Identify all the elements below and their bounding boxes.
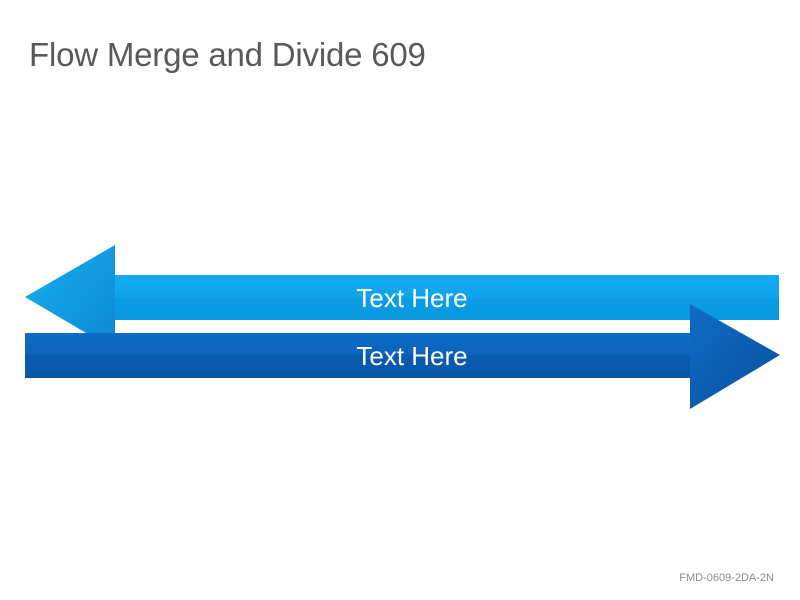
right-arrow: Text Here: [25, 304, 780, 409]
right-arrow-shaft: [25, 333, 693, 378]
left-arrow-shaft-shade: [112, 298, 779, 320]
right-arrow-label: Text Here: [356, 341, 467, 371]
left-arrow-head: [25, 245, 115, 350]
left-arrow: Text Here: [25, 245, 779, 350]
slide-title: Flow Merge and Divide 609: [29, 36, 426, 73]
diagram-code: FMD-0609-2DA-2N: [679, 572, 774, 584]
right-arrow-shaft-shade: [25, 355, 693, 378]
right-arrow-head: [690, 304, 780, 409]
left-arrow-label: Text Here: [356, 283, 467, 313]
left-arrow-shaft: [112, 275, 779, 320]
